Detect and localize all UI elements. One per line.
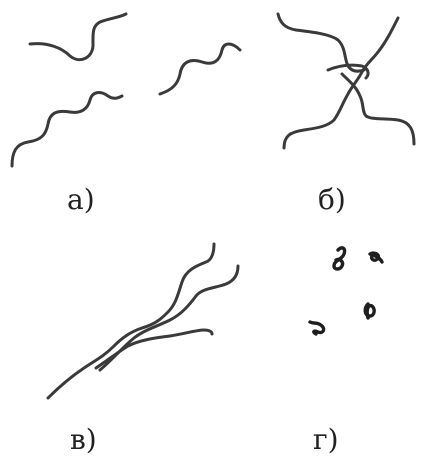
chain-a-1: [30, 14, 126, 60]
chain-b-3: [284, 18, 398, 148]
coil-g-3: [365, 304, 374, 318]
panel-label-v: в): [70, 426, 97, 454]
coil-g-1: [334, 248, 345, 269]
coil-g-2: [370, 253, 382, 262]
chain-v-3: [96, 330, 212, 368]
chain-a-3: [12, 93, 122, 166]
chain-b-1: [278, 14, 364, 71]
panel-label-a: а): [67, 186, 95, 214]
chain-v-1: [48, 244, 214, 398]
panel-b-drawing: [278, 14, 414, 148]
panel-label-b: б): [318, 186, 346, 214]
panel-a-drawing: [12, 14, 240, 166]
panel-label-g: г): [313, 426, 339, 454]
chain-v-2: [100, 266, 238, 370]
panel-v-drawing: [48, 244, 238, 398]
panel-g-drawing: [310, 248, 382, 334]
coil-g-4: [310, 322, 324, 334]
chain-a-2: [160, 44, 240, 94]
